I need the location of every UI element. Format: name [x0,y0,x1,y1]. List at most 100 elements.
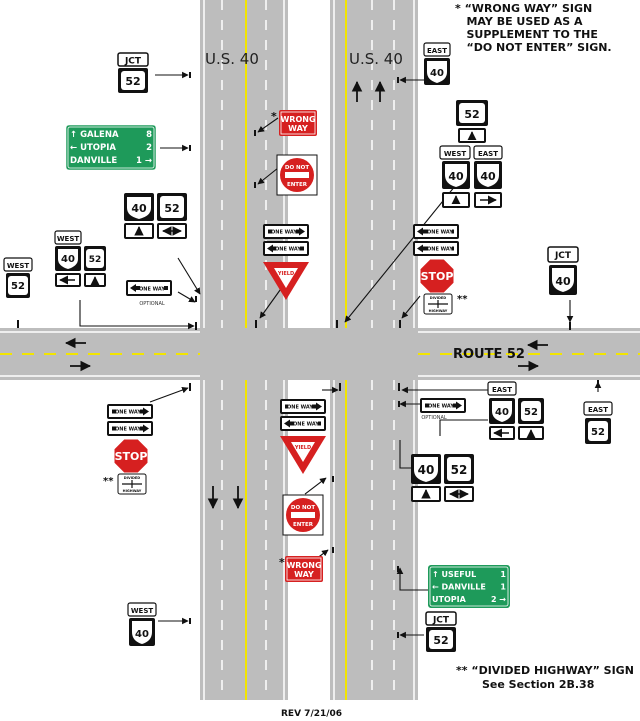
svg-text:40: 40 [131,202,147,215]
guide-row-distance: 1 [500,583,506,592]
svg-text:ONE WAY: ONE WAY [115,410,141,416]
svg-text:40: 40 [430,68,444,79]
svg-text:DO NOT: DO NOT [291,505,315,511]
wrong-way-sign-north: * WRONG WAY [271,110,317,136]
svg-text:WAY: WAY [294,570,314,579]
svg-text:*: * [279,556,285,569]
do-not-enter-sign-north: DO NOT ENTER [276,154,318,196]
svg-text:EAST: EAST [588,406,608,414]
divided-highway-note: ** “DIVIDED HIGHWAY” SIGN [456,664,634,677]
svg-text:JCT: JCT [554,251,572,261]
svg-text:WAY: WAY [288,124,308,133]
state-route-icon [521,401,541,421]
svg-text:52: 52 [125,75,140,88]
svg-text:WEST: WEST [57,235,80,243]
jct-us52-sign-se: JCT 52 [425,611,457,652]
svg-text:*: * [271,110,277,123]
wrong-way-note: * “WRONG WAY” SIGN MAY BE USED AS A SUPP… [455,2,612,54]
svg-text:WEST: WEST [444,150,467,158]
state-route-icon [588,421,608,441]
svg-text:52: 52 [164,202,179,215]
svg-text:ONE WAY: ONE WAY [139,287,165,293]
svg-text:HIGHWAY: HIGHWAY [123,489,142,493]
us-shield-icon [127,197,151,219]
guide-row-destination: ← UTOPIA [70,143,116,153]
svg-text:ONE WAY: ONE WAY [428,404,454,410]
divided-highway-section: See Section 2B.38 [482,678,595,691]
svg-text:52: 52 [464,108,479,121]
svg-text:STOP: STOP [421,270,454,283]
svg-text:40: 40 [61,254,75,265]
svg-text:40: 40 [555,275,571,288]
svg-text:JCT: JCT [124,57,142,67]
wrong-way-sign-south: * WRONG WAY [279,556,323,582]
us-shield-icon [132,621,152,644]
state-route-icon [160,196,184,218]
svg-text:**: ** [103,476,114,487]
revision-label: REV 7/21/06 [281,709,343,719]
route-assembly-se-large: 40 52 [411,454,474,502]
svg-text:OPTIONAL: OPTIONAL [139,301,165,307]
east-40-sign: EAST 40 [423,42,451,85]
svg-text:DIVIDED: DIVIDED [430,296,447,300]
east-52-sign: EAST 52 [583,401,613,444]
svg-text:EAST: EAST [492,386,512,394]
one-way-yield-north: ONE WAY ONE WAY YIELD [263,224,309,300]
guide-row-distance: 2 [146,143,152,153]
one-way-stop-sw: ONE WAY ONE WAY STOP DIVIDED HIGHWAY ** [103,404,153,495]
svg-text:WEST: WEST [131,607,154,615]
do-not-enter-sign-south: DO NOT ENTER [282,494,324,536]
west-40-sign: WEST 40 [127,602,157,646]
svg-text:40: 40 [495,407,509,418]
svg-text:WRONG: WRONG [286,561,321,570]
svg-text:ENTER: ENTER [293,522,314,528]
guide-row-destination: UTOPIA [432,595,467,604]
svg-text:40: 40 [448,170,464,183]
one-way-yield-south: ONE WAY ONE WAY YIELD [280,399,326,474]
guide-row-distance: 1 → [136,156,152,166]
guide-row-destination: ↑ GALENA [70,130,119,140]
svg-text:52: 52 [524,407,538,418]
east-one-way-se: EAST ONE WAY OPTIONAL [420,381,517,421]
svg-text:STOP: STOP [115,450,148,463]
route-assembly-west: WEST 40 52 [54,230,106,287]
state-route-icon [121,71,145,90]
state-route-icon [429,630,453,649]
us-shield-icon [477,164,499,187]
svg-text:YIELD: YIELD [294,445,311,451]
svg-text:EAST: EAST [478,150,498,158]
svg-text:**: ** [457,294,468,305]
us-shield-icon [492,401,512,422]
svg-text:ONE WAY: ONE WAY [427,247,453,253]
svg-text:ONE WAY: ONE WAY [275,247,301,253]
svg-text:52: 52 [433,634,448,647]
jct-us52-sign-nw: JCT 52 [117,52,149,93]
guide-row-destination: ← DANVILLE [432,583,486,592]
svg-text:40: 40 [418,463,435,477]
svg-text:ONE WAY: ONE WAY [293,422,319,428]
svg-text:ONE WAY: ONE WAY [287,405,313,411]
us40-left-label: U.S. 40 [205,50,259,68]
route-assembly-se-small: 40 52 [489,398,544,440]
route52-label: ROUTE 52 [453,347,525,362]
svg-text:ONE WAY: ONE WAY [271,230,297,236]
roads [0,0,640,700]
svg-text:DO NOT: DO NOT [285,165,309,171]
svg-text:DIVIDED: DIVIDED [124,476,141,480]
svg-text:YIELD: YIELD [277,271,294,277]
state-route-icon [447,457,471,481]
traffic-arrows [64,80,548,510]
svg-text:40: 40 [135,629,149,640]
us-shield-icon [427,61,447,83]
one-way-stop-ne: ONE WAY ONE WAY STOP DIVIDED HIGHWAY ** [413,224,468,315]
svg-text:52: 52 [591,427,605,438]
svg-text:ONE WAY: ONE WAY [427,230,453,236]
guide-row-distance: 2 → [491,595,506,604]
svg-text:OPTIONAL: OPTIONAL [421,415,447,421]
svg-text:52: 52 [451,463,468,477]
route-assembly-nw: 40 52 [124,193,187,239]
us-shield-icon [445,164,467,187]
guide-row-distance: 8 [146,130,152,140]
